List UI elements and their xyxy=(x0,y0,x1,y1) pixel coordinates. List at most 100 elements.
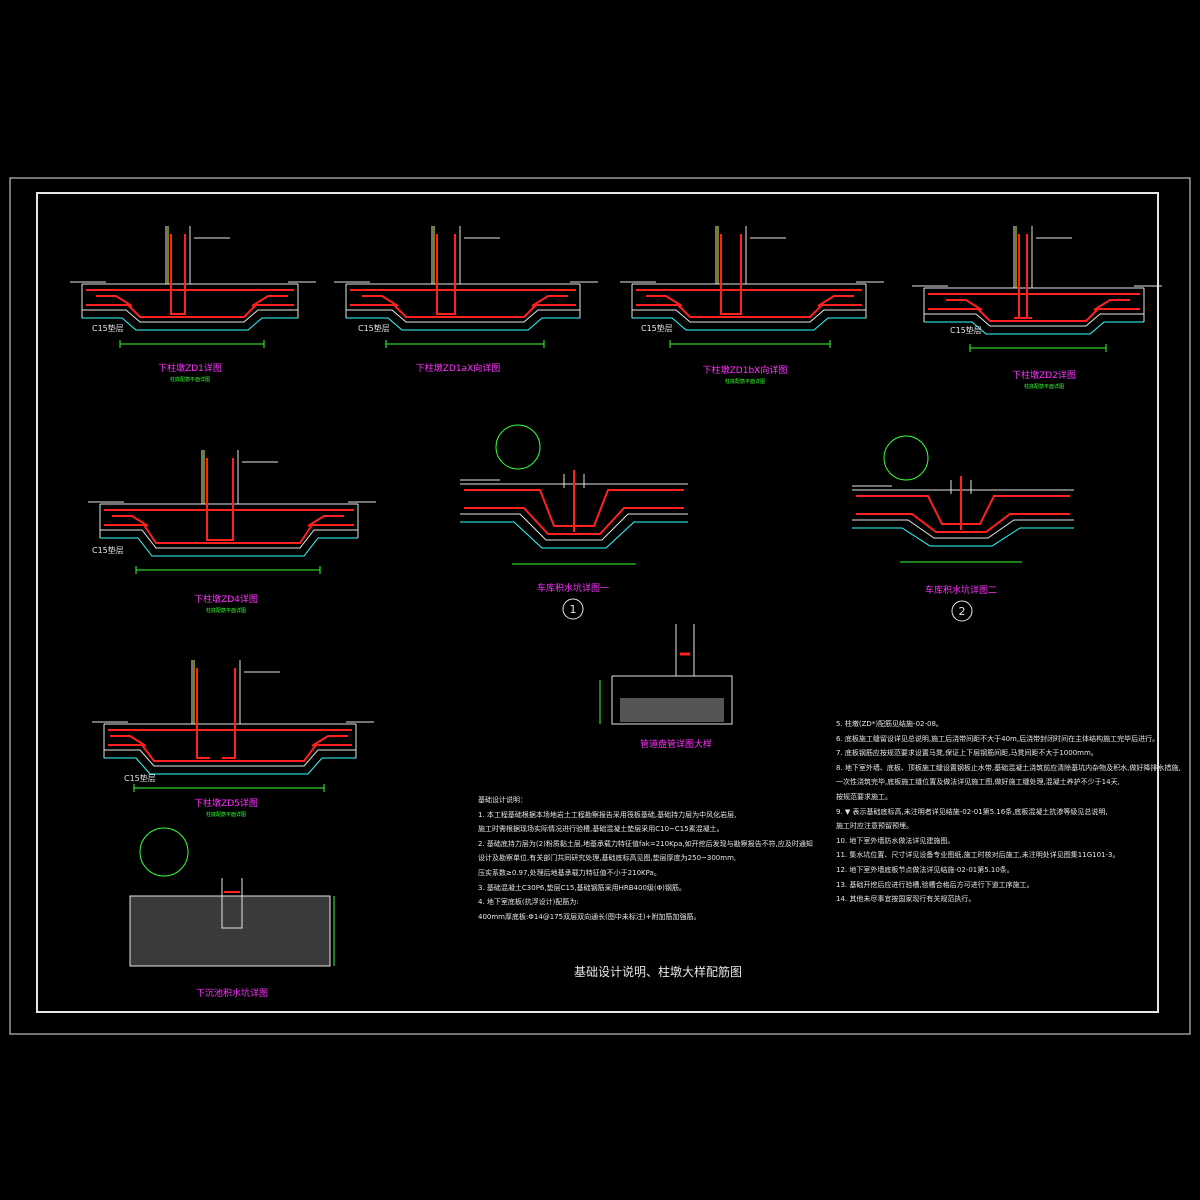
detail-shallow-sump xyxy=(129,878,335,967)
detail-number-2: 2 xyxy=(959,605,966,618)
note-line: 压实系数≥0.97,处理后地基承载力特征值不小于210KPa。 xyxy=(478,868,661,877)
detail-drawings xyxy=(70,226,1162,967)
slab-bottom-line xyxy=(924,313,1144,327)
anchor-rebar xyxy=(362,295,399,307)
sump-outline xyxy=(852,519,1074,539)
column-rebar xyxy=(442,234,456,315)
anchor-rebar xyxy=(96,295,133,307)
label-zd1: 下柱墩ZD1详图 xyxy=(158,362,222,374)
detail-zd4 xyxy=(88,450,376,574)
note-line: 11. 集水坑位置、尺寸详见设备专业图纸,施工时核对后施工,未注明处详见图集11… xyxy=(836,851,1120,860)
cushion-line xyxy=(852,527,1074,547)
anchor-rebar xyxy=(646,295,683,307)
lower-rebar xyxy=(856,513,1070,533)
bottom-rebar xyxy=(350,304,576,318)
column-rebar xyxy=(436,234,450,315)
cushion-line xyxy=(104,757,356,775)
anchor-rebar xyxy=(817,295,854,307)
column-rebar xyxy=(170,234,184,315)
c15-label-zd1bx: C15垫层 xyxy=(641,323,673,333)
column-rebar xyxy=(728,234,742,315)
lower-rebar xyxy=(464,507,684,535)
slab-bottom-line xyxy=(632,309,866,323)
bottom-rebar xyxy=(928,308,1140,322)
cushion-line xyxy=(100,537,358,557)
bottom-rebar xyxy=(86,304,294,318)
sump-pit xyxy=(221,878,243,929)
outer-frame xyxy=(9,177,1191,1035)
cushion-line xyxy=(632,317,866,331)
c15-label-zd2: C15垫层 xyxy=(950,325,982,335)
note-line: 4. 地下室底板(抗浮设计)配筋为: xyxy=(478,898,579,907)
slab-bottom-line xyxy=(346,309,580,323)
callout-circle xyxy=(883,435,929,481)
hatched-block xyxy=(129,895,331,967)
column-rebar xyxy=(1018,234,1032,319)
note-line: 6. 底板施工缝留设详见总说明,施工后浇带间距不大于40m,后浇带封闭时间在主体… xyxy=(836,734,1160,743)
slab-bottom-line xyxy=(82,309,298,323)
note-line: 10. 地下室外墙防水做法详见建施图。 xyxy=(836,836,955,845)
note-line: 8. 地下室外墙、底板、顶板施工缝设置钢板止水带,基础混凝土浇筑前应清除基坑内杂… xyxy=(836,763,1181,772)
note-line: 14. 其他未尽事宜按国家现行有关规范执行。 xyxy=(836,895,976,904)
column-rebar xyxy=(1014,234,1028,319)
c15-label-zd1ax: C15垫层 xyxy=(358,323,390,333)
detail-zd2 xyxy=(912,226,1162,352)
detail-number-circle-1 xyxy=(562,598,584,620)
anchor-rebar xyxy=(311,735,348,747)
note-line: 施工时需根据现场实际情况进行验槽,基础混凝土垫层采用C10~C15素混凝土。 xyxy=(478,825,724,834)
note-line: 9. ▼ 表示基础底标高,未注明者详见结施-02-01第5.16条,底板混凝土抗… xyxy=(836,807,1108,816)
column-rebar xyxy=(720,234,734,315)
detail-number-circle-2 xyxy=(951,600,973,622)
sublabel-zd1bx: 柱底配筋平面详图 xyxy=(725,378,765,385)
slab-bottom-line xyxy=(104,749,356,767)
note-line: 7. 底板钢筋应按规范要求设置马凳,保证上下层钢筋间距,马凳间距不大于1000m… xyxy=(836,749,1098,758)
c15-label-zd5: C15垫层 xyxy=(124,773,156,783)
notes-heading: 基础设计说明： xyxy=(478,796,527,804)
detail-sump2 xyxy=(852,476,1074,563)
note-line: 3. 基础混凝土C30P6,垫层C15,基础钢筋采用HRB400级(Φ)钢筋。 xyxy=(478,883,686,892)
label-zd1ax: 下柱墩ZD1aX向详图 xyxy=(416,362,501,374)
detail-zd1 xyxy=(70,226,316,348)
column-rebar xyxy=(206,458,220,541)
note-line: 1. 本工程基础根据本场地岩土工程勘察报告采用筏板基础,基础持力层为中风化岩层, xyxy=(478,810,737,819)
cushion-line xyxy=(924,321,1144,335)
callout-circle xyxy=(495,424,541,470)
detail-sump1 xyxy=(460,470,688,565)
label-zd1bx: 下柱墩ZD1bX向详图 xyxy=(703,364,788,376)
c15-label-zd4: C15垫层 xyxy=(92,545,124,555)
label-zd4: 下柱墩ZD4详图 xyxy=(194,593,258,605)
callout-circle xyxy=(139,827,189,877)
anchor-rebar xyxy=(307,515,344,527)
note-line: 设计及勘察单位,有关部门共同研究处理,基础底标高见图,垫层厚度为250~300m… xyxy=(478,854,737,863)
label-sump1: 车库积水坑详图一 xyxy=(537,582,609,594)
note-line: 2. 基础底持力层为(2)粉质黏土层,地基承载力特征值fak=210Kpa,如开… xyxy=(478,839,813,848)
label-zd5: 下柱墩ZD5详图 xyxy=(194,797,258,809)
pipe-block-outline xyxy=(611,675,733,725)
bottom-rebar xyxy=(636,304,862,318)
foundation-notes-right: 5. 柱墩(ZD*)配筋见结施-02-08。 6. 底板施工缝留设详见总说明,施… xyxy=(836,717,1181,907)
inner-frame xyxy=(36,192,1159,1013)
note-line: 按规范要求施工。 xyxy=(836,792,892,801)
note-line: 400mm厚底板:Φ14@175双层双向通长(图中未标注)+附加筋加强筋。 xyxy=(478,912,701,921)
note-line: 5. 柱墩(ZD*)配筋见结施-02-08。 xyxy=(836,720,943,728)
sublabel-zd2: 柱底配筋平面详图 xyxy=(1024,383,1064,390)
foundation-notes-left: 基础设计说明： 1. 本工程基础根据本场地岩土工程勘察报告采用筏板基础,基础持力… xyxy=(478,793,813,924)
bottom-rebar xyxy=(108,744,352,762)
label-sump2: 车库积水坑详图二 xyxy=(925,584,997,596)
bottom-rebar xyxy=(104,524,354,544)
anchor-rebar xyxy=(531,295,568,307)
column-rebar xyxy=(196,668,210,759)
anchor-rebar xyxy=(110,735,147,747)
detail-number-1: 1 xyxy=(570,603,577,616)
sublabel-zd4: 柱底配筋平面详图 xyxy=(206,607,246,614)
cushion-line xyxy=(82,317,298,331)
anchor-rebar xyxy=(251,295,288,307)
sump-outline xyxy=(460,513,688,541)
anchor-rebar xyxy=(112,515,149,527)
note-line: 12. 地下室外墙底板节点做法详见结施-02-01第5.10条。 xyxy=(836,865,1014,874)
slab-bottom-line xyxy=(100,529,358,549)
cushion-line xyxy=(346,317,580,331)
note-line: 施工时应注意预留预埋。 xyxy=(836,822,913,831)
